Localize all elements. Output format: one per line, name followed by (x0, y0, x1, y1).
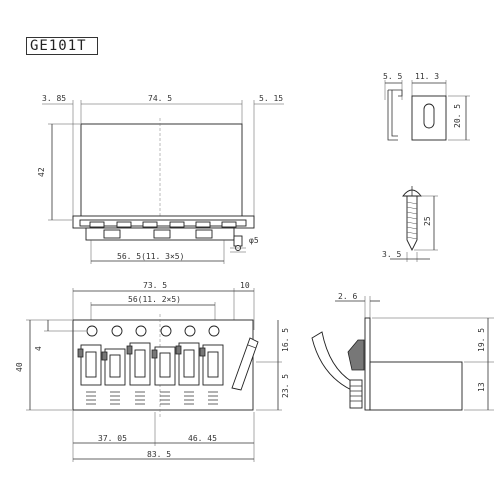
top-view: 3. 85 74. 5 5. 15 42 φ5 56. 5(11. 3×5) (37, 94, 284, 264)
saddle (199, 344, 224, 405)
string-holes (86, 325, 220, 337)
top-dim-width: 74. 5 (148, 94, 172, 103)
front-dim-height: 40 (15, 362, 24, 372)
screw-part: 25 3. 5 (382, 186, 438, 262)
side-plate (364, 317, 371, 411)
top-dim-right: 5. 15 (259, 94, 283, 103)
front-dim-small: 4 (34, 346, 43, 351)
screw-dim-length: 25 (423, 216, 432, 226)
saddle-strip (89, 221, 237, 228)
front-dim-overall: 83. 5 (147, 450, 171, 459)
screw-dim-dia: 3. 5 (382, 250, 401, 259)
saddle (175, 342, 200, 405)
saddle (101, 348, 126, 405)
clip-part: 5. 5 11. 3 20. 5 (383, 72, 470, 141)
front-dim-right-part: 46. 45 (188, 434, 217, 443)
saddle (77, 344, 102, 405)
side-dim-lower: 13 (477, 382, 486, 392)
clip-dim-b: 11. 3 (415, 72, 439, 81)
side-saddle (347, 339, 365, 371)
model-box (26, 37, 98, 55)
top-dim-hole: φ5 (249, 236, 259, 245)
front-dim-upper: 16. 5 (281, 328, 290, 352)
side-dim-upper: 19. 5 (477, 328, 486, 352)
side-view: 2. 6 19. 5 13 (311, 292, 494, 411)
front-dim-lower: 23. 5 (281, 374, 290, 398)
clip-hook (387, 89, 403, 141)
front-view: 73. 5 10 56(11. 2×5) 40 4 16. 5 23. 5 37… (15, 281, 290, 462)
side-dim-thick: 2. 6 (338, 292, 357, 301)
front-dim-overall-top: 73. 5 (143, 281, 167, 290)
top-dim-height: 42 (37, 167, 46, 177)
clip-dim-c: 20. 5 (453, 104, 462, 128)
model-label: GE101T (30, 38, 87, 54)
front-dim-left-part: 37. 05 (98, 434, 127, 443)
top-dim-left: 3. 85 (42, 94, 66, 103)
saddle (126, 342, 151, 405)
tremolo-arm (231, 337, 259, 391)
front-dim-side: 10 (240, 281, 250, 290)
saddle (151, 346, 176, 405)
base-plate-top (80, 123, 243, 221)
top-dim-spacing: 56. 5(11. 3×5) (117, 252, 184, 261)
front-dim-spacing: 56(11. 2×5) (128, 295, 181, 304)
side-block (369, 361, 463, 411)
saddles (77, 342, 224, 405)
clip-dim-a: 5. 5 (383, 72, 402, 81)
